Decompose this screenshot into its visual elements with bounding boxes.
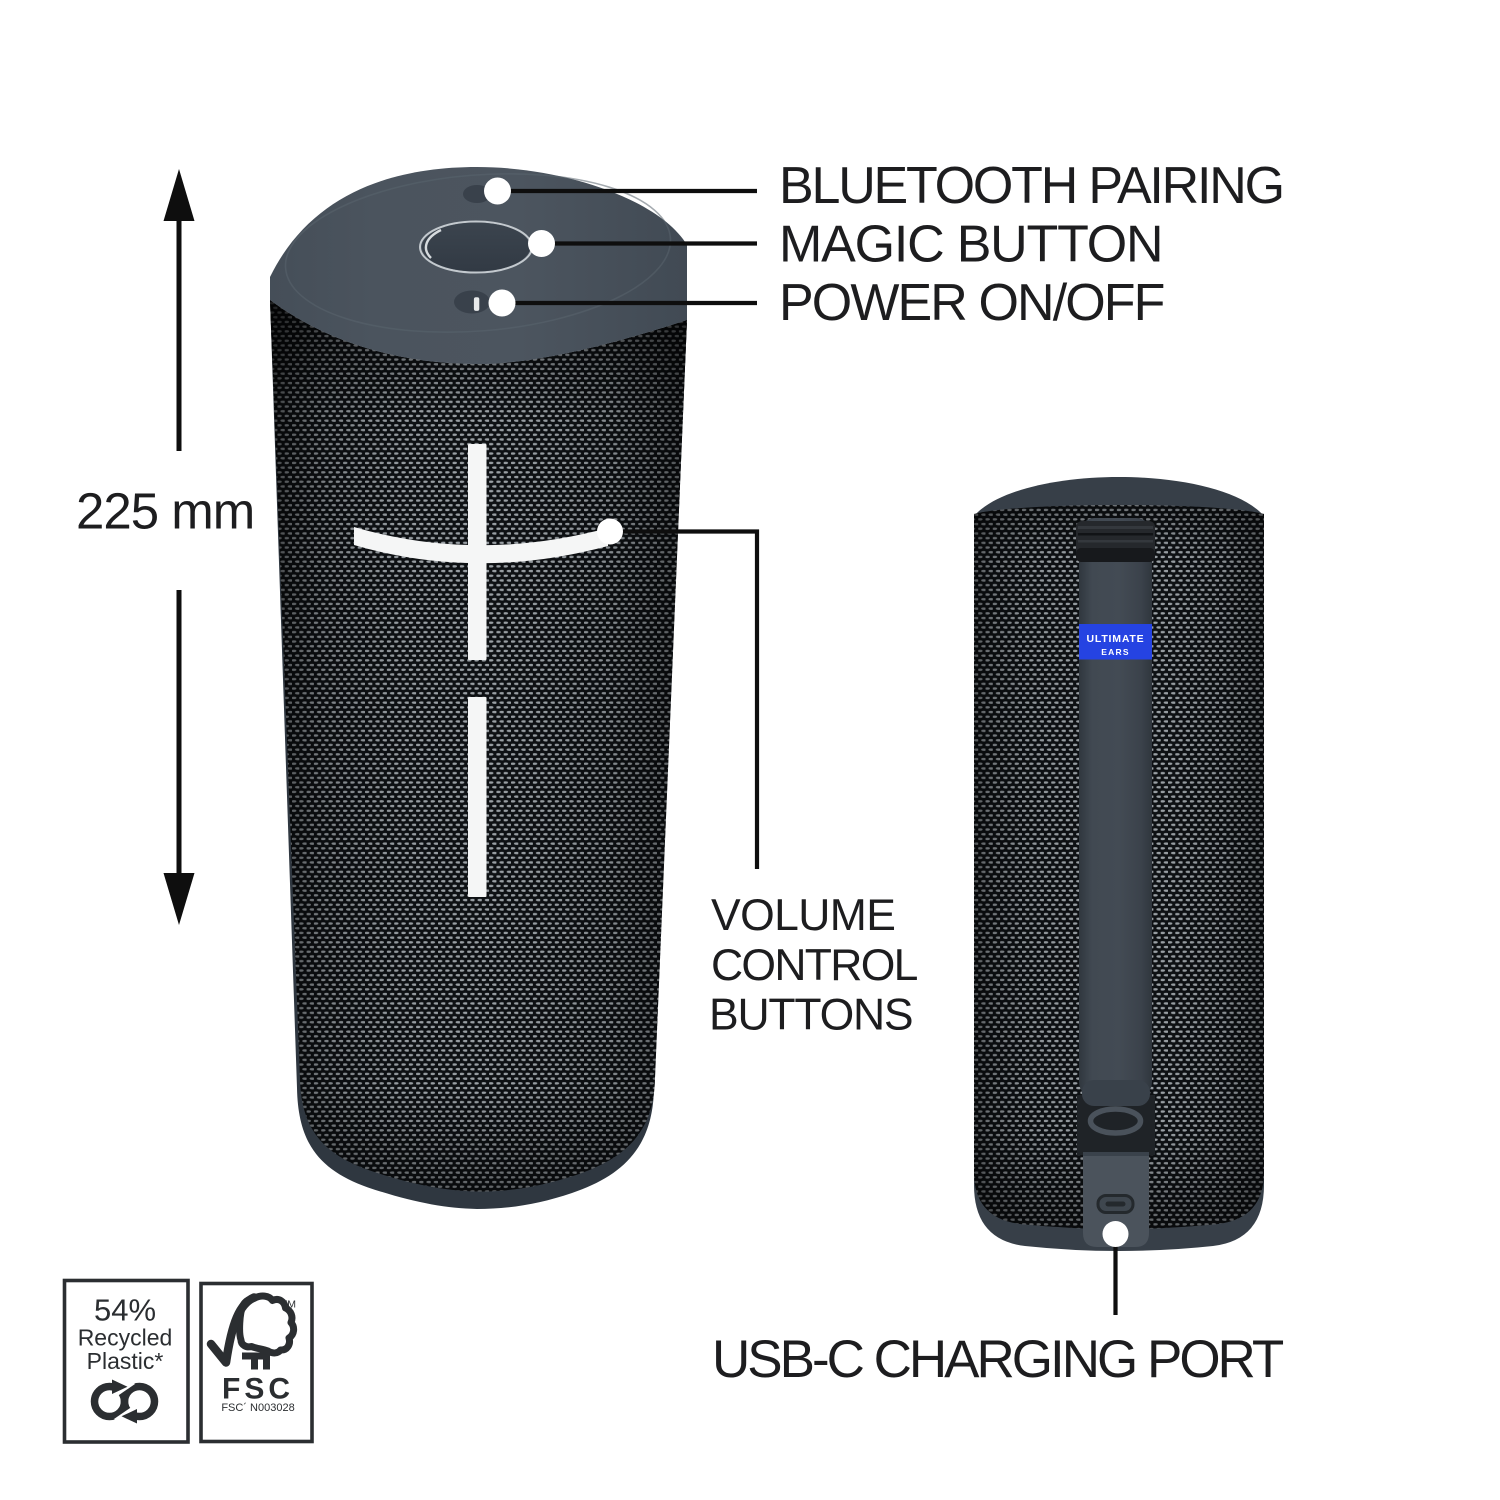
svg-text:VOLUME: VOLUME — [711, 891, 895, 940]
svg-text:FSC´ N003028: FSC´ N003028 — [221, 1402, 294, 1414]
svg-text:ULTIMATE: ULTIMATE — [1087, 633, 1145, 645]
svg-text:BUTTONS: BUTTONS — [709, 991, 912, 1040]
svg-text:POWER ON/OFF: POWER ON/OFF — [779, 274, 1164, 332]
svg-text:FSC: FSC — [222, 1373, 294, 1406]
svg-text:TM: TM — [281, 1299, 296, 1311]
svg-text:USB-C CHARGING PORT: USB-C CHARGING PORT — [712, 1330, 1284, 1389]
svg-text:MAGIC BUTTON: MAGIC BUTTON — [779, 216, 1162, 274]
svg-text:225 mm: 225 mm — [76, 483, 254, 540]
svg-text:54%: 54% — [94, 1293, 156, 1328]
svg-text:Plastic*: Plastic* — [87, 1348, 164, 1374]
svg-text:EARS: EARS — [1101, 647, 1129, 657]
svg-text:BLUETOOTH PAIRING: BLUETOOTH PAIRING — [779, 157, 1283, 215]
svg-text:Recycled: Recycled — [78, 1325, 173, 1351]
svg-text:CONTROL: CONTROL — [711, 941, 918, 990]
